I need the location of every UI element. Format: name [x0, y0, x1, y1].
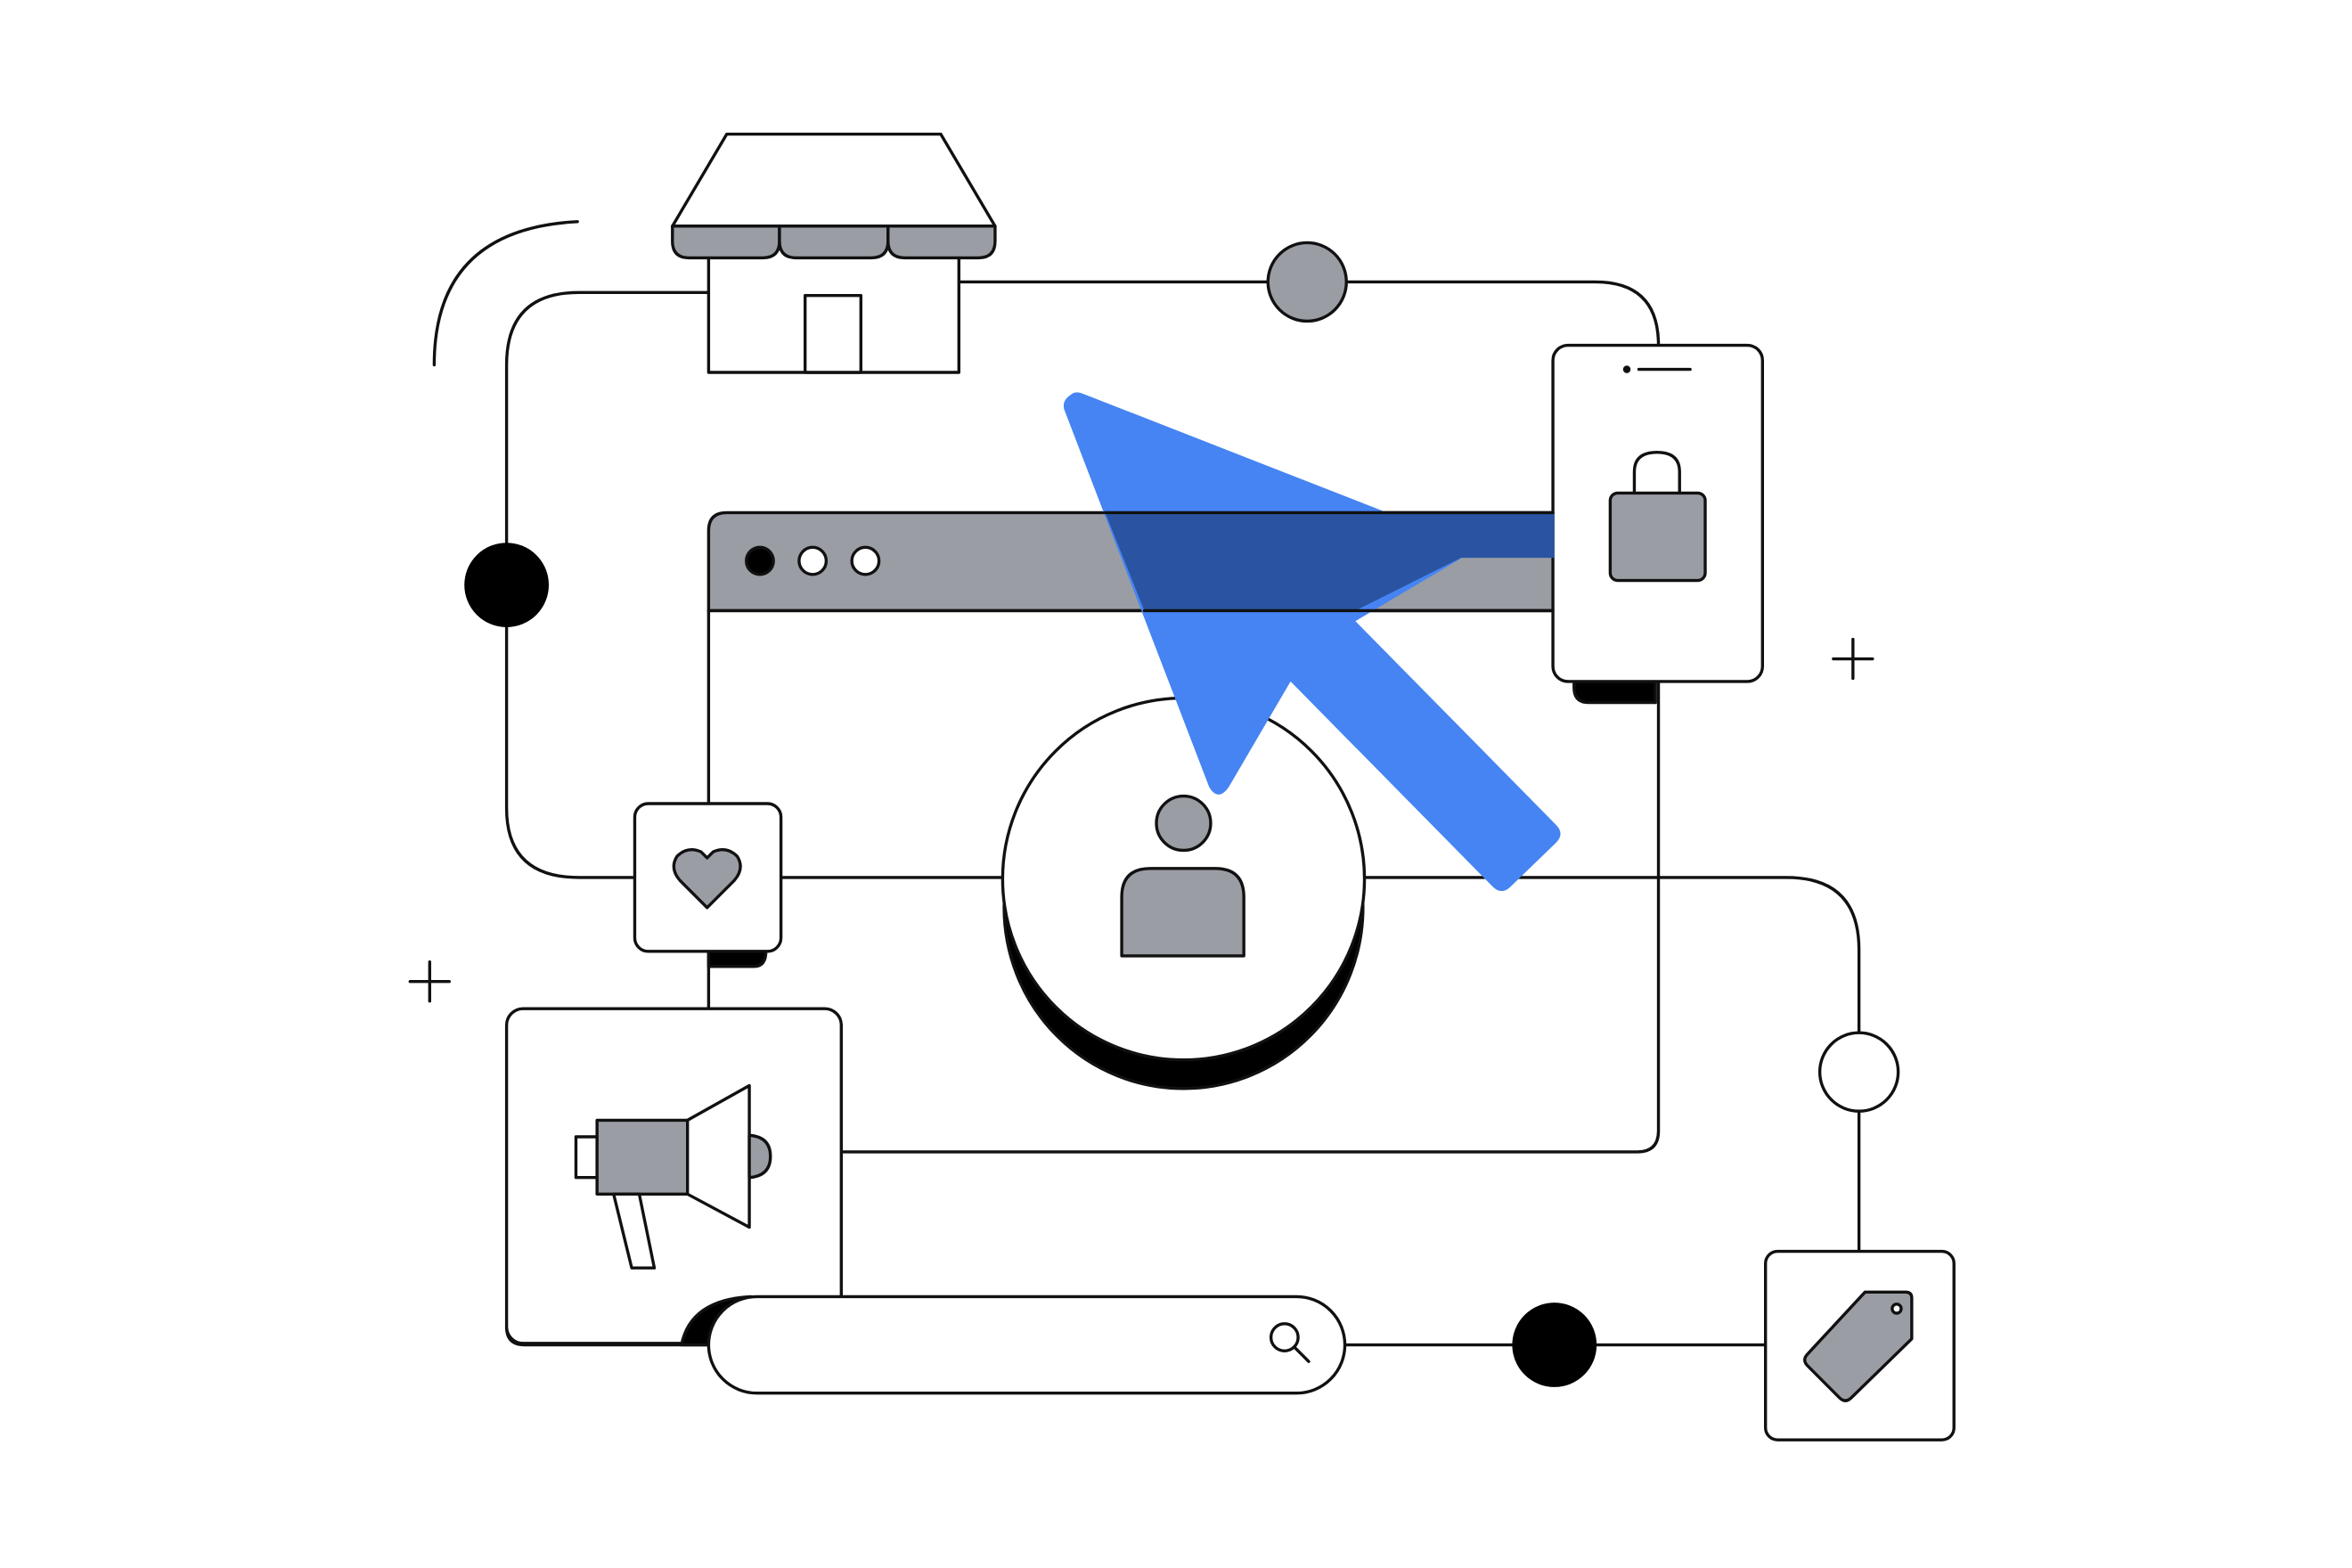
megaphone-icon	[504, 1007, 843, 1345]
window-dot-maximize	[850, 545, 881, 576]
browser-bar-edges	[1103, 510, 1555, 613]
smartphone-icon	[1551, 343, 1764, 705]
price-tag-icon	[1764, 1249, 1956, 1441]
plus-icon	[1832, 637, 1874, 681]
storefront-icon	[671, 132, 997, 374]
search-icon[interactable]	[1269, 1322, 1311, 1363]
decorative-arc	[432, 220, 579, 367]
window-dot-minimize	[797, 545, 829, 576]
connector-node-black	[464, 543, 549, 627]
user-avatar-icon	[1000, 696, 1367, 1090]
connector-lines	[504, 280, 1861, 1347]
search-bar[interactable]	[680, 1294, 1347, 1395]
lock-icon	[1608, 451, 1707, 583]
cursor-arrow-icon	[1063, 392, 1561, 892]
search-input[interactable]	[706, 1294, 1347, 1395]
connector-node-gray	[1266, 241, 1348, 323]
heart-icon	[633, 802, 783, 968]
window-dot-close	[745, 545, 775, 576]
connector-node-white	[1817, 1031, 1900, 1113]
plus-icon	[408, 960, 451, 1003]
connector-node-black	[1512, 1303, 1597, 1387]
